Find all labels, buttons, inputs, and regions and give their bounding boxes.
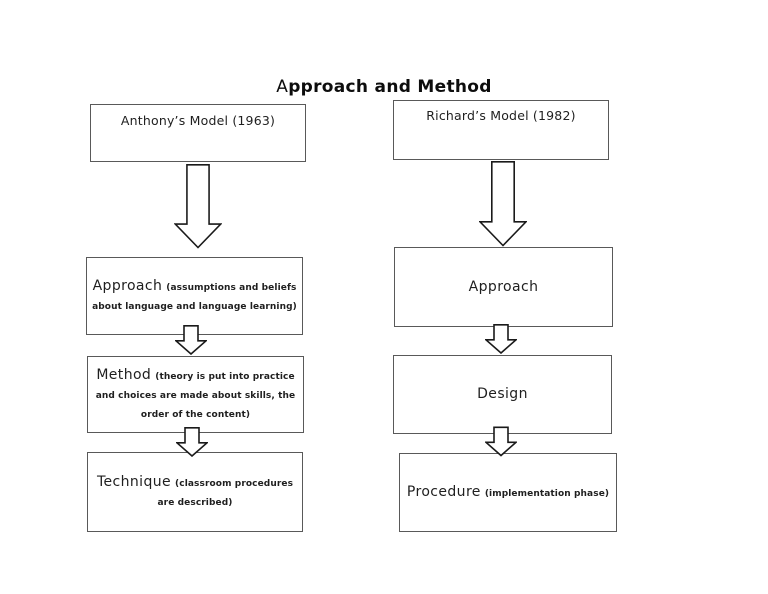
box-left-approach-detail: (assumptions and beliefs about language … — [92, 283, 297, 312]
box-left-technique-main: Technique — [96, 474, 172, 490]
box-left-technique-text: Technique(classroom procedures are descr… — [92, 473, 298, 511]
box-right-approach-text: Approach — [469, 278, 539, 297]
box-right-procedure-text: Procedure(implementation phase) — [407, 483, 609, 502]
box-left-approach-main: Approach — [92, 278, 163, 294]
box-left-technique: Technique(classroom procedures are descr… — [87, 452, 303, 532]
down-arrow-icon-left-long — [174, 164, 222, 249]
page-title: Approach and Method — [0, 76, 768, 98]
down-arrow-icon-left-2 — [176, 427, 208, 457]
box-left-method-main: Method — [96, 367, 152, 383]
box-right-procedure-main: Procedure — [406, 484, 481, 500]
box-left-approach-text: Approach(assumptions and beliefs about l… — [91, 277, 298, 315]
box-richard-model-label: Richard’s Model (1982) — [426, 108, 576, 123]
down-arrow-icon-right-long — [479, 161, 527, 247]
box-right-design-text: Design — [477, 385, 528, 404]
box-right-approach: Approach — [394, 247, 613, 327]
down-arrow-icon-right-1 — [485, 324, 517, 354]
box-left-approach: Approach(assumptions and beliefs about l… — [86, 257, 303, 335]
box-right-design-main: Design — [477, 386, 528, 402]
box-left-method: Method(theory is put into practice and c… — [87, 356, 304, 433]
down-arrow-icon-left-1 — [175, 325, 207, 355]
box-right-procedure-detail: (implementation phase) — [484, 489, 610, 499]
box-anthony-model-label: Anthony’s Model (1963) — [120, 113, 276, 128]
box-left-technique-detail: (classroom procedures are described) — [157, 479, 294, 508]
box-right-approach-main: Approach — [468, 278, 539, 295]
box-right-procedure: Procedure(implementation phase) — [399, 453, 617, 532]
box-left-method-detail: (theory is put into practice and choices… — [95, 372, 296, 420]
box-left-method-text: Method(theory is put into practice and c… — [92, 366, 299, 423]
page-title-prefix: A — [276, 77, 289, 97]
box-anthony-model: Anthony’s Model (1963) — [90, 104, 306, 162]
box-richard-model: Richard’s Model (1982) — [393, 100, 609, 160]
page-title-rest: pproach and Method — [288, 77, 492, 97]
box-right-design: Design — [393, 355, 612, 434]
down-arrow-icon-right-2 — [485, 426, 517, 457]
